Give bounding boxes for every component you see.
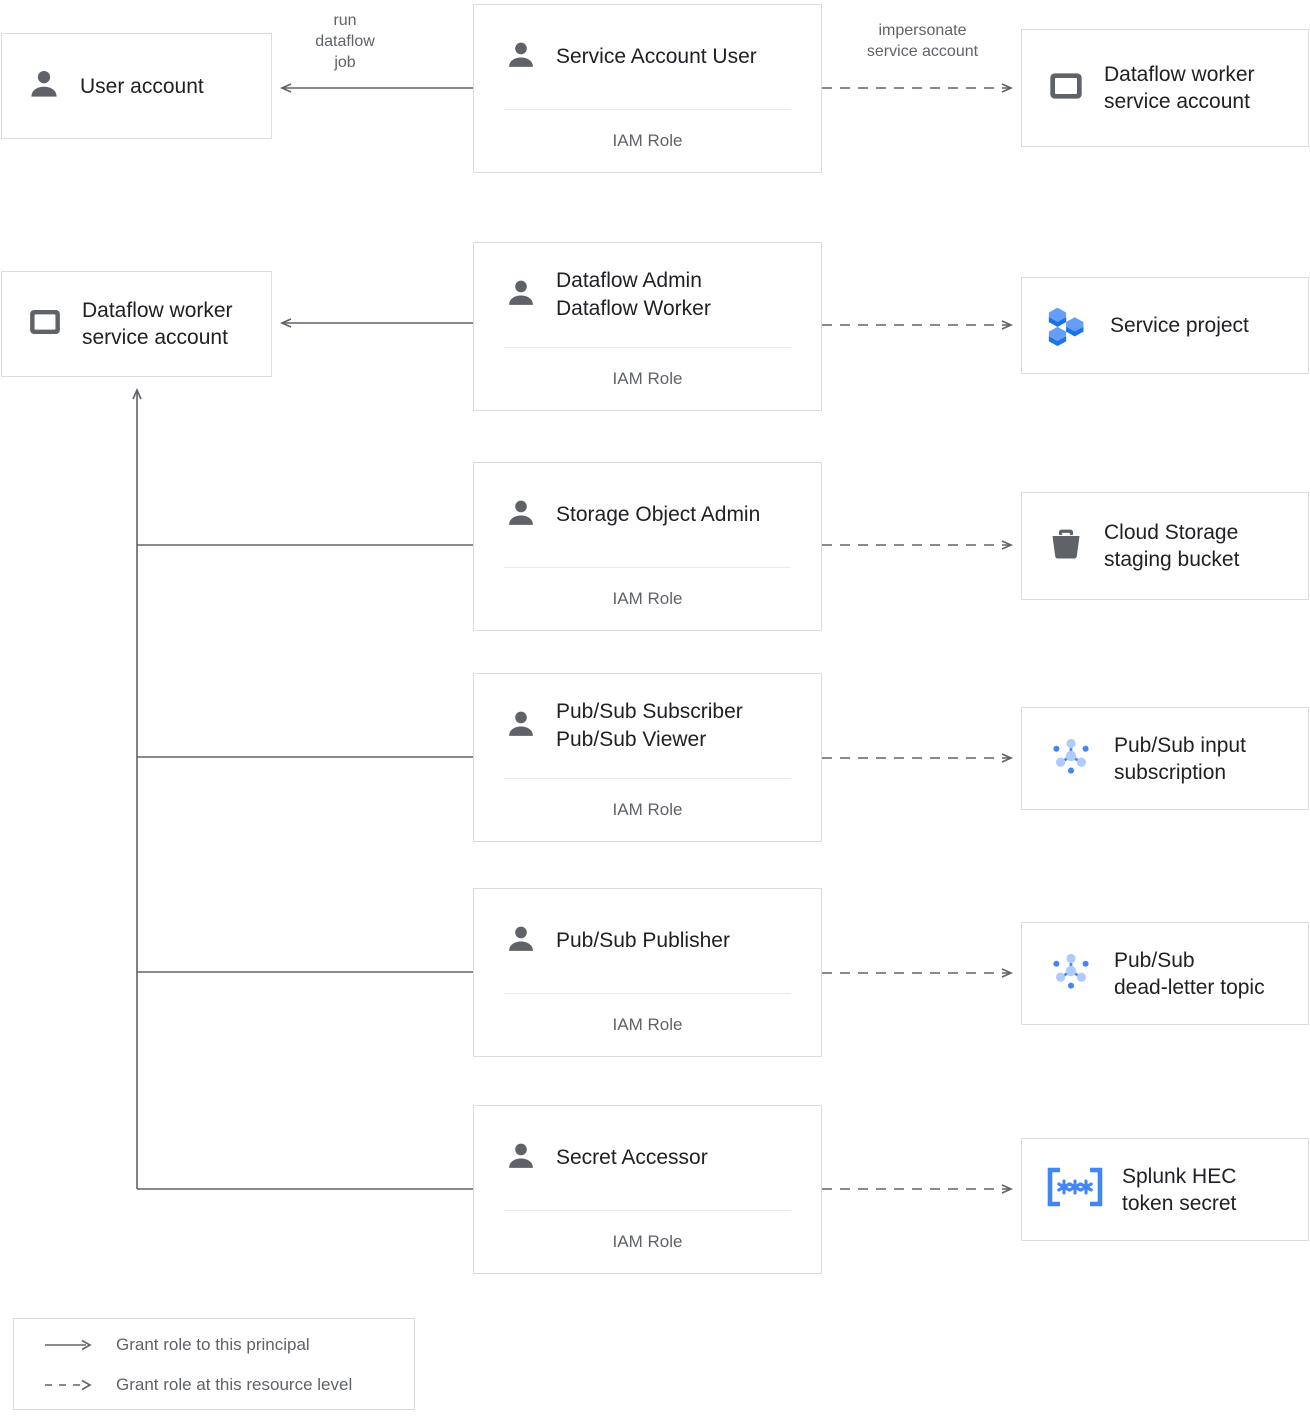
- solid-arrow-icon: [45, 1339, 92, 1351]
- role-footer: IAM Role: [612, 131, 683, 150]
- role-label: Service Account User: [556, 45, 757, 68]
- project-hexagons-icon: [1046, 300, 1092, 351]
- resource-label: Dataflow worker service account: [1104, 63, 1255, 113]
- person-icon: [504, 276, 538, 315]
- service-account-icon: [1046, 66, 1086, 111]
- edge-label-run-dataflow-job: run dataflow job: [315, 12, 375, 71]
- role-card-pubsub-subscriber-viewer[interactable]: Pub/Sub Subscriber Pub/Sub Viewer IAM Ro…: [473, 673, 822, 842]
- legend-label: Grant role to this principal: [116, 1335, 310, 1354]
- principal-user-account[interactable]: User account: [1, 33, 272, 139]
- card-divider: [504, 1210, 791, 1211]
- principal-label: Dataflow worker service account: [82, 299, 233, 349]
- card-divider: [504, 347, 791, 348]
- resource-label: Pub/Sub input subscription: [1114, 733, 1246, 784]
- role-footer: IAM Role: [612, 800, 683, 819]
- role-label: Secret Accessor: [556, 1146, 708, 1169]
- person-icon: [504, 496, 538, 535]
- role-card-body: Service Account User: [474, 5, 821, 109]
- pubsub-icon: [1046, 731, 1096, 786]
- role-card-secret-accessor[interactable]: Secret Accessor IAM Role: [473, 1105, 822, 1274]
- role-footer: IAM Role: [612, 1232, 683, 1251]
- resource-label: Cloud Storage staging bucket: [1104, 521, 1240, 571]
- principal-dataflow-worker-service-account[interactable]: Dataflow worker service account: [1, 271, 272, 377]
- legend-label: Grant role at this resource level: [116, 1375, 353, 1394]
- cloud-storage-bucket-icon: [1046, 524, 1086, 569]
- resource-pubsub-input-subscription[interactable]: Pub/Sub input subscription: [1021, 707, 1309, 810]
- pubsub-icon: [1046, 946, 1096, 1001]
- role-card-storage-object-admin[interactable]: Storage Object Admin IAM Role: [473, 462, 822, 631]
- legend-item-grant-role-at-resource-level: Grant role at this resource level: [44, 1375, 352, 1395]
- service-account-icon: [26, 303, 64, 346]
- resource-dataflow-worker-service-account[interactable]: Dataflow worker service account: [1021, 29, 1309, 147]
- person-icon: [504, 1139, 538, 1178]
- role-label: Pub/Sub Subscriber Pub/Sub Viewer: [556, 700, 743, 751]
- secret-manager-icon: [1046, 1166, 1104, 1213]
- connector-trunk-to-principal: [132, 388, 473, 1190]
- resource-service-project[interactable]: Service project: [1021, 277, 1309, 374]
- person-icon: [504, 707, 538, 746]
- role-label: Storage Object Admin: [556, 503, 761, 526]
- role-footer: IAM Role: [612, 369, 683, 388]
- resource-label: Service project: [1110, 314, 1249, 337]
- role-card-body: Dataflow Admin Dataflow Worker: [474, 243, 821, 347]
- role-card-body: Pub/Sub Subscriber Pub/Sub Viewer: [474, 674, 821, 778]
- card-divider: [504, 567, 791, 568]
- resource-label: Splunk HEC token secret: [1122, 1164, 1237, 1215]
- legend: Grant role to this principal Grant role …: [13, 1318, 415, 1410]
- role-card-body: Secret Accessor: [474, 1106, 821, 1210]
- card-divider: [504, 993, 791, 994]
- resource-label: Pub/Sub dead-letter topic: [1114, 948, 1265, 999]
- role-card-dataflow-admin-worker[interactable]: Dataflow Admin Dataflow Worker IAM Role: [473, 242, 822, 411]
- edge-label-impersonate-service-account: impersonate service account: [866, 22, 979, 60]
- resource-splunk-hec-token-secret[interactable]: Splunk HEC token secret: [1021, 1138, 1309, 1241]
- person-icon: [26, 66, 62, 107]
- role-footer: IAM Role: [612, 1015, 683, 1034]
- resource-cloud-storage-staging-bucket[interactable]: Cloud Storage staging bucket: [1021, 492, 1309, 600]
- role-card-body: Pub/Sub Publisher: [474, 889, 821, 993]
- role-label: Pub/Sub Publisher: [556, 929, 730, 952]
- principal-label: User account: [80, 74, 204, 98]
- legend-item-grant-role-to-principal: Grant role to this principal: [44, 1335, 310, 1355]
- role-card-service-account-user[interactable]: Service Account User IAM Role: [473, 4, 822, 173]
- role-label: Dataflow Admin Dataflow Worker: [556, 269, 711, 320]
- role-card-body: Storage Object Admin: [474, 463, 821, 567]
- person-icon: [504, 922, 538, 961]
- dashed-arrow-icon: [45, 1379, 92, 1391]
- role-footer: IAM Role: [612, 589, 683, 608]
- resource-pubsub-dead-letter-topic[interactable]: Pub/Sub dead-letter topic: [1021, 922, 1309, 1025]
- card-divider: [504, 109, 791, 110]
- person-icon: [504, 38, 538, 77]
- role-card-pubsub-publisher[interactable]: Pub/Sub Publisher IAM Role: [473, 888, 822, 1057]
- card-divider: [504, 778, 791, 779]
